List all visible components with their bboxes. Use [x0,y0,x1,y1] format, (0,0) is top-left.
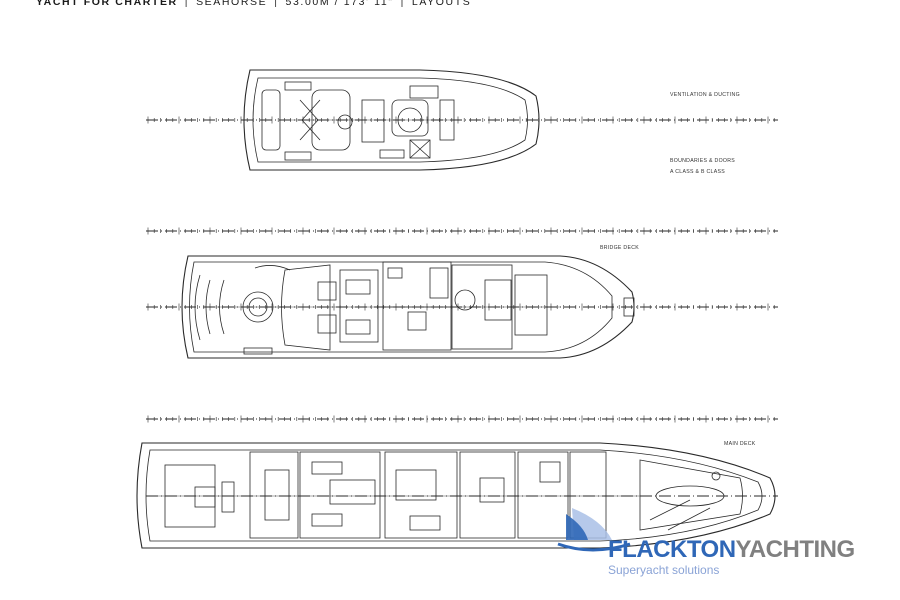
note-boundaries: BOUNDARIES & DOORS [670,158,736,164]
logo-tagline: Superyacht solutions [608,563,720,577]
sun-deck-plan [146,69,778,171]
note-door-classes: A CLASS & B CLASS [670,169,725,175]
note-ventilation: VENTILATION & DUCTING [670,92,740,98]
header-length: 53.00M / 173' 11" [285,0,394,8]
main-deck-label: MAIN DECK [724,441,756,447]
header-title: YACHT FOR CHARTER [36,0,178,8]
bridge-deck-label: BRIDGE DECK [600,245,640,251]
sailboat-logo-icon [557,508,631,552]
header-separator: | [400,0,405,8]
logo-name-part2: YACHTING [735,536,856,563]
header-separator: | [184,0,190,8]
page-header: YACHT FOR CHARTER | SEAHORSE | 53.00M / 173'… [36,0,471,8]
bridge-deck-plan [146,227,778,359]
logo-wordmark: FLACKTONYACHTING [608,536,855,564]
flackton-yachting-logo: FLACKTONYACHTING Superyacht solutions [552,500,882,580]
main-deck-plan [136,415,778,549]
header-separator: | [274,0,279,8]
header-yacht-name: SEAHORSE [196,0,268,8]
header-section: LAYOUTS [411,0,472,8]
logo-name-part1: FLACKTON [608,536,736,563]
